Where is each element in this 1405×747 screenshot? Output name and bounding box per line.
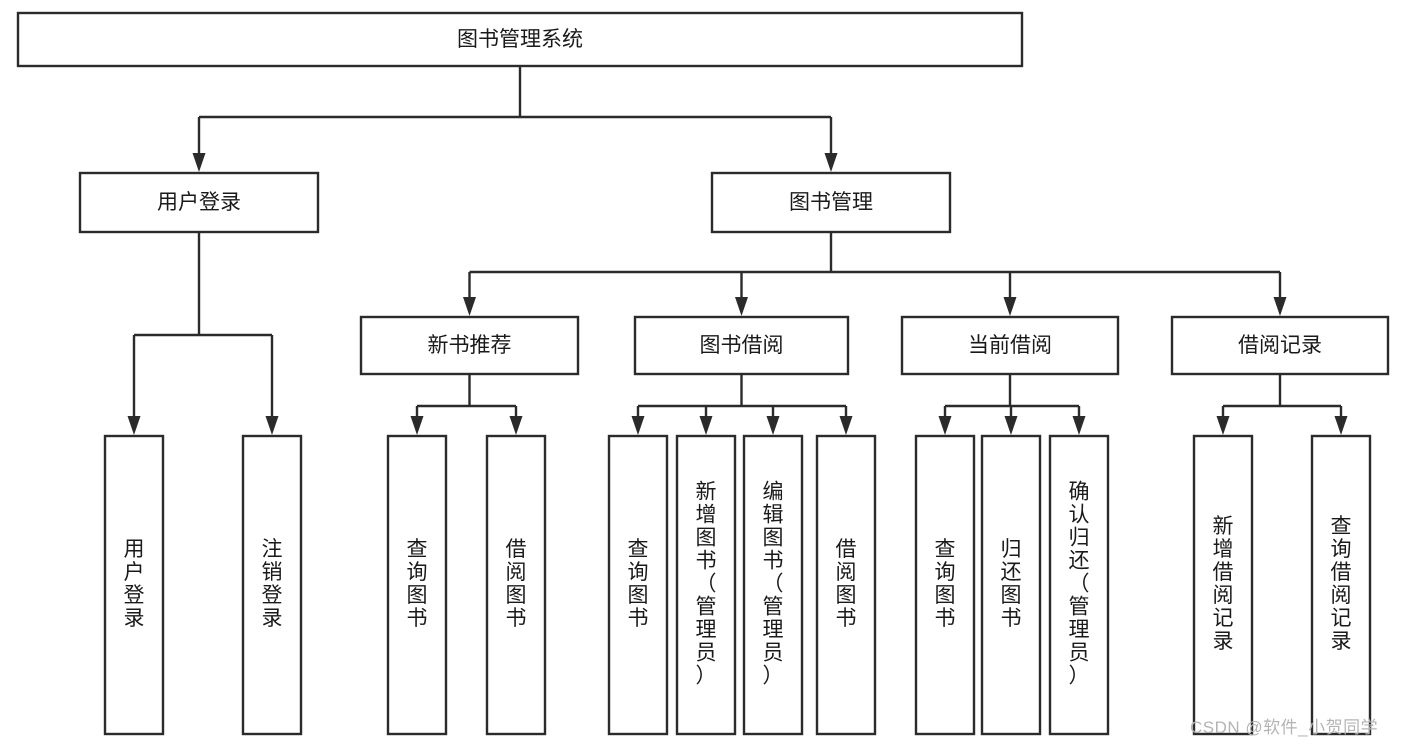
node-leaf-confirm-return[interactable]: 确认归还（管理员）	[1048, 434, 1110, 736]
connectors-layer	[127, 66, 1348, 435]
node-root[interactable]: 图书管理系统	[16, 11, 1024, 68]
node-label-leaf-query-book-3: 查询图书	[935, 538, 956, 630]
node-box-leaf-return-book	[980, 434, 1042, 736]
node-box-leaf-query-book-1	[386, 434, 448, 736]
node-user-login[interactable]: 用户登录	[78, 171, 320, 234]
arrow-head-icon	[699, 416, 713, 435]
node-label-leaf-add-borrow-record: 新增借阅记录	[1213, 515, 1234, 653]
arrow-head-icon	[463, 297, 476, 316]
arrow-head-icon	[410, 416, 424, 435]
node-box-leaf-add-book	[675, 434, 737, 736]
node-label-root: 图书管理系统	[457, 28, 583, 51]
node-label-leaf-query-book-1: 查询图书	[407, 538, 428, 630]
node-leaf-borrow-book-2[interactable]: 借阅图书	[815, 434, 877, 736]
node-label-leaf-edit-book: 编辑图书（管理员）	[763, 481, 784, 688]
node-label-leaf-return-book: 归还图书	[1001, 538, 1022, 630]
arrow-head-icon	[631, 416, 645, 435]
node-leaf-query-borrow-record[interactable]: 查询借阅记录	[1310, 434, 1372, 736]
node-book-borrow[interactable]: 图书借阅	[633, 315, 850, 376]
node-leaf-add-borrow-record[interactable]: 新增借阅记录	[1192, 434, 1254, 736]
node-leaf-add-book[interactable]: 新增图书（管理员）	[675, 434, 737, 736]
arrow-head-icon	[1216, 416, 1230, 435]
node-label-user-login: 用户登录	[157, 191, 241, 214]
arrow-head-icon	[265, 416, 279, 435]
node-leaf-query-book-2[interactable]: 查询图书	[607, 434, 669, 736]
arrow-head-icon	[938, 416, 952, 435]
node-label-leaf-borrow-book-2: 借阅图书	[836, 538, 857, 630]
node-label-leaf-query-book-2: 查询图书	[628, 538, 649, 630]
node-book-manage[interactable]: 图书管理	[710, 171, 952, 234]
arrow-head-icon	[824, 153, 838, 172]
node-leaf-query-book-3[interactable]: 查询图书	[914, 434, 976, 736]
node-leaf-user-logout[interactable]: 注销登录	[241, 434, 303, 736]
node-box-borrow-record	[1170, 315, 1390, 376]
nodes-layer: 图书管理系统用户登录图书管理新书推荐图书借阅当前借阅借阅记录用户登录注销登录查询…	[16, 11, 1390, 736]
arrow-head-icon	[1273, 297, 1287, 316]
node-box-leaf-user-logout	[241, 434, 303, 736]
arrow-head-icon	[1003, 297, 1017, 316]
node-box-leaf-borrow-book-2	[815, 434, 877, 736]
node-box-leaf-query-book-3	[914, 434, 976, 736]
node-label-current-borrow: 当前借阅	[968, 334, 1052, 357]
node-box-leaf-confirm-return	[1048, 434, 1110, 736]
arrow-head-icon	[509, 416, 523, 435]
node-leaf-edit-book[interactable]: 编辑图书（管理员）	[742, 434, 804, 736]
arrow-head-icon	[1004, 416, 1018, 435]
arrow-head-icon	[1072, 416, 1086, 435]
node-new-book-recommend[interactable]: 新书推荐	[359, 315, 580, 376]
node-label-book-manage: 图书管理	[789, 191, 873, 214]
node-label-leaf-borrow-book-1: 借阅图书	[506, 538, 527, 630]
node-label-leaf-query-borrow-record: 查询借阅记录	[1331, 515, 1352, 653]
node-leaf-user-login[interactable]: 用户登录	[103, 434, 165, 736]
node-box-leaf-query-book-2	[607, 434, 669, 736]
arrow-head-icon	[127, 416, 141, 435]
node-label-borrow-record: 借阅记录	[1238, 334, 1322, 357]
node-label-leaf-user-login: 用户登录	[124, 538, 145, 630]
node-current-borrow[interactable]: 当前借阅	[900, 315, 1120, 376]
node-leaf-borrow-book-1[interactable]: 借阅图书	[485, 434, 547, 736]
node-label-leaf-confirm-return: 确认归还（管理员）	[1069, 481, 1090, 688]
arrow-head-icon	[766, 416, 780, 435]
node-box-current-borrow	[900, 315, 1120, 376]
node-label-leaf-user-logout: 注销登录	[262, 538, 283, 630]
node-box-leaf-user-login	[103, 434, 165, 736]
node-box-new-book-recommend	[359, 315, 580, 376]
node-box-leaf-edit-book	[742, 434, 804, 736]
node-box-leaf-add-borrow-record	[1192, 434, 1254, 736]
node-box-leaf-query-borrow-record	[1310, 434, 1372, 736]
node-leaf-return-book[interactable]: 归还图书	[980, 434, 1042, 736]
node-label-book-borrow: 图书借阅	[700, 334, 784, 357]
arrow-head-icon	[839, 416, 853, 435]
node-box-book-borrow	[633, 315, 850, 376]
node-leaf-query-book-1[interactable]: 查询图书	[386, 434, 448, 736]
node-borrow-record[interactable]: 借阅记录	[1170, 315, 1390, 376]
node-label-leaf-add-book: 新增图书（管理员）	[696, 481, 717, 688]
node-box-leaf-borrow-book-1	[485, 434, 547, 736]
arrow-head-icon	[735, 297, 748, 316]
node-label-new-book-recommend: 新书推荐	[428, 334, 512, 357]
node-box-root	[16, 11, 1024, 68]
node-box-book-manage	[710, 171, 952, 234]
arrow-head-icon	[192, 153, 206, 172]
node-box-user-login	[78, 171, 320, 234]
arrow-head-icon	[1334, 416, 1348, 435]
